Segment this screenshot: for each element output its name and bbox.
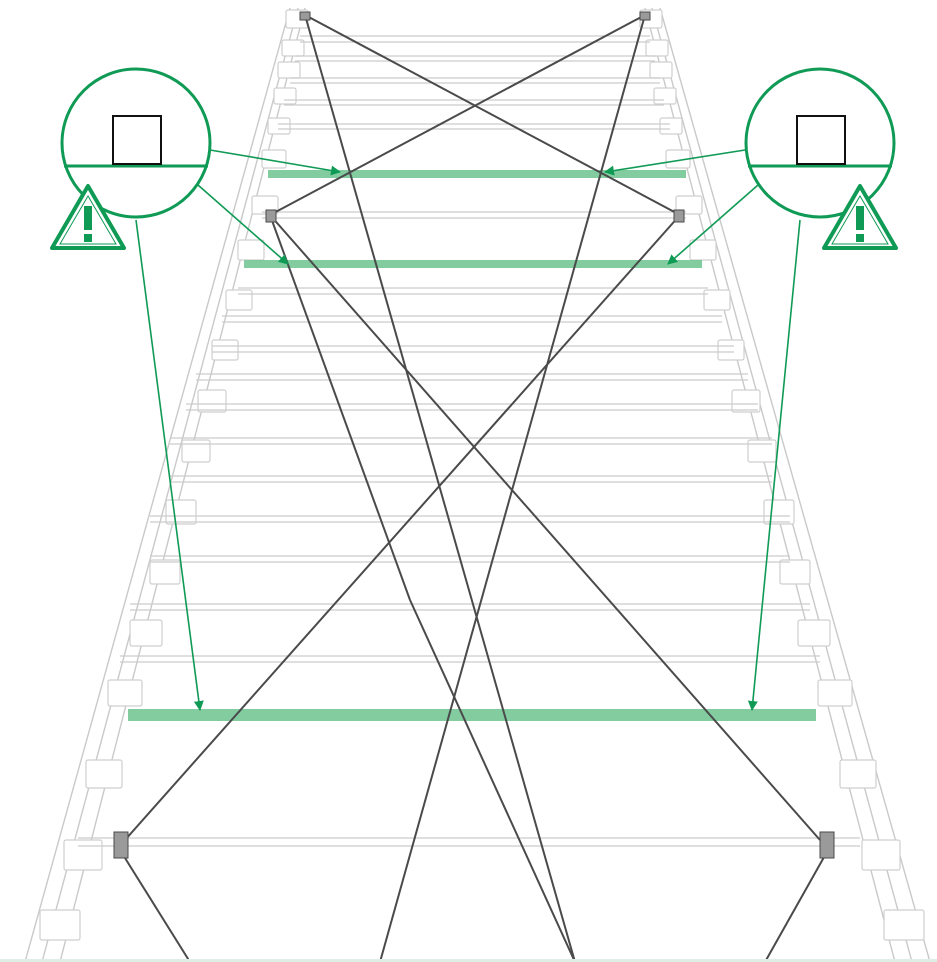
crossbar (120, 655, 820, 663)
highlighted-crossbars (128, 170, 816, 721)
cable (304, 14, 681, 216)
crossbar (170, 475, 772, 483)
crossbar (130, 603, 810, 611)
cable (269, 214, 821, 841)
right-callout (744, 67, 898, 250)
crossbar (295, 55, 655, 62)
cable (119, 849, 191, 962)
right-mid-rail (651, 7, 913, 962)
cable (379, 14, 646, 962)
crossbar (196, 373, 748, 381)
crossbar (300, 35, 650, 43)
right-bracket-column (639, 9, 925, 941)
cable (764, 849, 829, 962)
crossbar (78, 837, 860, 847)
crossbar (290, 77, 660, 84)
bracing-cables (119, 14, 829, 962)
crossbar (150, 515, 790, 523)
crossbar (186, 403, 758, 411)
cable (124, 214, 681, 841)
cable (269, 214, 411, 601)
crossbar (238, 287, 708, 295)
left-outer-rail (24, 7, 291, 962)
crossbar (150, 555, 790, 563)
right-square-block (796, 115, 846, 165)
anchor-bracket (113, 831, 129, 859)
arrow (209, 149, 341, 176)
arrow (667, 184, 759, 265)
arrow (197, 184, 289, 265)
callout-arrows (135, 149, 801, 711)
left-square-block (112, 115, 162, 165)
bottom-strip (0, 959, 937, 962)
cable (304, 14, 576, 962)
cable-anchors (113, 11, 835, 859)
anchor-bracket (639, 11, 651, 21)
left-callout (50, 67, 212, 250)
crossbar (262, 211, 686, 219)
anchor-bracket (673, 209, 685, 223)
cable (409, 599, 576, 962)
anchor-bracket (265, 209, 277, 223)
cable (269, 14, 646, 216)
crossbar (222, 315, 722, 323)
anchor-bracket (299, 11, 311, 21)
arrow (135, 219, 204, 711)
crossbar (278, 123, 670, 130)
anchor-bracket (819, 831, 835, 859)
right-outer-rail (659, 7, 931, 962)
highlighted-crossbar (268, 170, 686, 178)
highlighted-crossbar (244, 260, 702, 268)
right-warning-triangle-icon (822, 184, 898, 250)
crossbar (212, 345, 734, 353)
left-warning-triangle-icon (50, 184, 126, 250)
highlighted-crossbar (128, 709, 816, 721)
arrow (747, 219, 801, 711)
arrow (604, 149, 746, 176)
